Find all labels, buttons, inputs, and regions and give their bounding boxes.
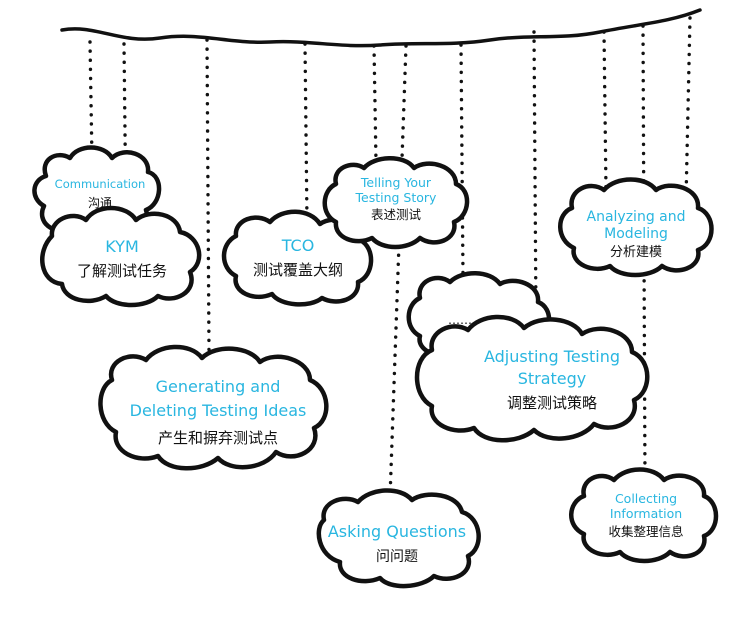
string-adjusting [532,30,538,320]
adjusting-en-2: Strategy [518,369,587,388]
cloud-collecting [569,467,719,564]
generating-en-1: Generating and [156,377,281,396]
string-generating [205,38,211,354]
asking-zh: 问问题 [376,549,418,565]
label-collecting: Collecting Information 收集整理信息 [608,491,683,539]
label-asking: Asking Questions 问问题 [328,522,466,565]
cloud-asking-shape [316,488,481,589]
placeholder-dots: …… [448,313,472,327]
collecting-zh: 收集整理信息 [608,524,683,539]
collecting-en-1: Collecting [615,491,677,506]
string-analyzing [602,30,608,192]
cloud-analyzing-shape [558,177,714,278]
label-generating: Generating and Deleting Testing Ideas 产生… [130,377,307,447]
adjusting-zh: 调整测试策略 [507,394,597,412]
cloud-generating-shape [98,344,329,471]
telling-story-en-2: Testing Story [355,190,438,205]
telling-story-en-1: Telling Your [360,175,432,190]
analyzing-zh: 分析建模 [610,245,662,260]
label-kym: KYM 了解测试任务 [77,237,167,280]
string-telling-story [372,44,378,164]
string-collecting-b [684,16,692,202]
generating-zh: 产生和摒弃测试点 [158,429,278,447]
label-adjusting: Adjusting Testing Strategy 调整测试策略 [484,347,620,412]
cloud-kym-shape [40,205,202,308]
label-analyzing: Analyzing and Modeling 分析建模 [587,209,686,260]
string-placeholder [459,43,465,278]
string-tco [303,42,309,224]
kym-en: KYM [105,237,139,256]
cloud-telling-story [322,156,470,250]
cloud-generating [98,344,329,471]
telling-story-zh: 表述测试 [371,207,422,222]
analyzing-en-1: Analyzing and [587,209,686,225]
tco-en: TCO [281,236,315,255]
communication-en: Communication [55,177,146,191]
tco-zh: 测试覆盖大纲 [253,261,343,279]
cloud-telling-story-shape [322,156,470,250]
string-communication [88,40,94,162]
label-placeholder: …… [448,313,472,327]
label-communication: Communication 沟通 [55,177,146,210]
cloud-kym [40,205,202,308]
label-telling-story: Telling Your Testing Story 表述测试 [355,175,438,222]
cloud-collecting-shape [569,467,719,564]
cloud-adjusting [414,314,650,443]
cloud-adjusting-shape [414,314,650,443]
adjusting-en-1: Adjusting Testing [484,347,620,366]
cloud-tco-shape [221,209,374,307]
communication-zh: 沟通 [88,196,112,210]
asking-en: Asking Questions [328,522,466,541]
hanging-rope [60,8,702,48]
label-tco: TCO 测试覆盖大纲 [253,236,343,279]
string-asking [388,44,408,500]
kym-zh: 了解测试任务 [77,262,167,280]
cloud-tco [221,209,374,307]
analyzing-en-2: Modeling [604,226,668,242]
generating-en-2: Deleting Testing Ideas [130,401,307,420]
cloud-asking [316,488,481,589]
collecting-en-2: Information [610,506,682,521]
cloud-analyzing [558,177,714,278]
